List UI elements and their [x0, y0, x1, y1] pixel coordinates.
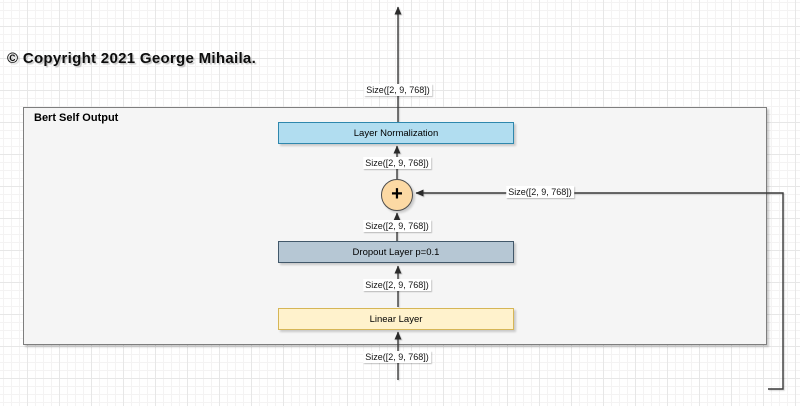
residual-add-node: +	[381, 179, 413, 211]
copyright-text: © Copyright 2021 George Mihaila.	[7, 50, 257, 67]
linear-layer-label: Linear Layer	[369, 313, 423, 325]
size-label-input: Size([2, 9, 768])	[363, 351, 431, 363]
layer-normalization-label: Layer Normalization	[353, 127, 439, 139]
layer-normalization-node: Layer Normalization	[278, 122, 514, 144]
residual-to-add-arrow	[415, 189, 784, 390]
dropout-layer-label: Dropout Layer p=0.1	[352, 246, 440, 258]
size-label-add-to-layernorm: Size([2, 9, 768])	[363, 157, 431, 169]
size-label-linear-to-dropout: Size([2, 9, 768])	[363, 279, 431, 291]
size-label-output: Size([2, 9, 768])	[364, 84, 432, 96]
plus-icon: +	[391, 183, 403, 205]
dropout-layer-node: Dropout Layer p=0.1	[278, 241, 514, 263]
size-label-residual: Size([2, 9, 768])	[506, 186, 574, 198]
group-title: Bert Self Output	[34, 112, 119, 124]
size-label-dropout-to-add: Size([2, 9, 768])	[363, 220, 431, 232]
linear-layer-node: Linear Layer	[278, 308, 514, 330]
